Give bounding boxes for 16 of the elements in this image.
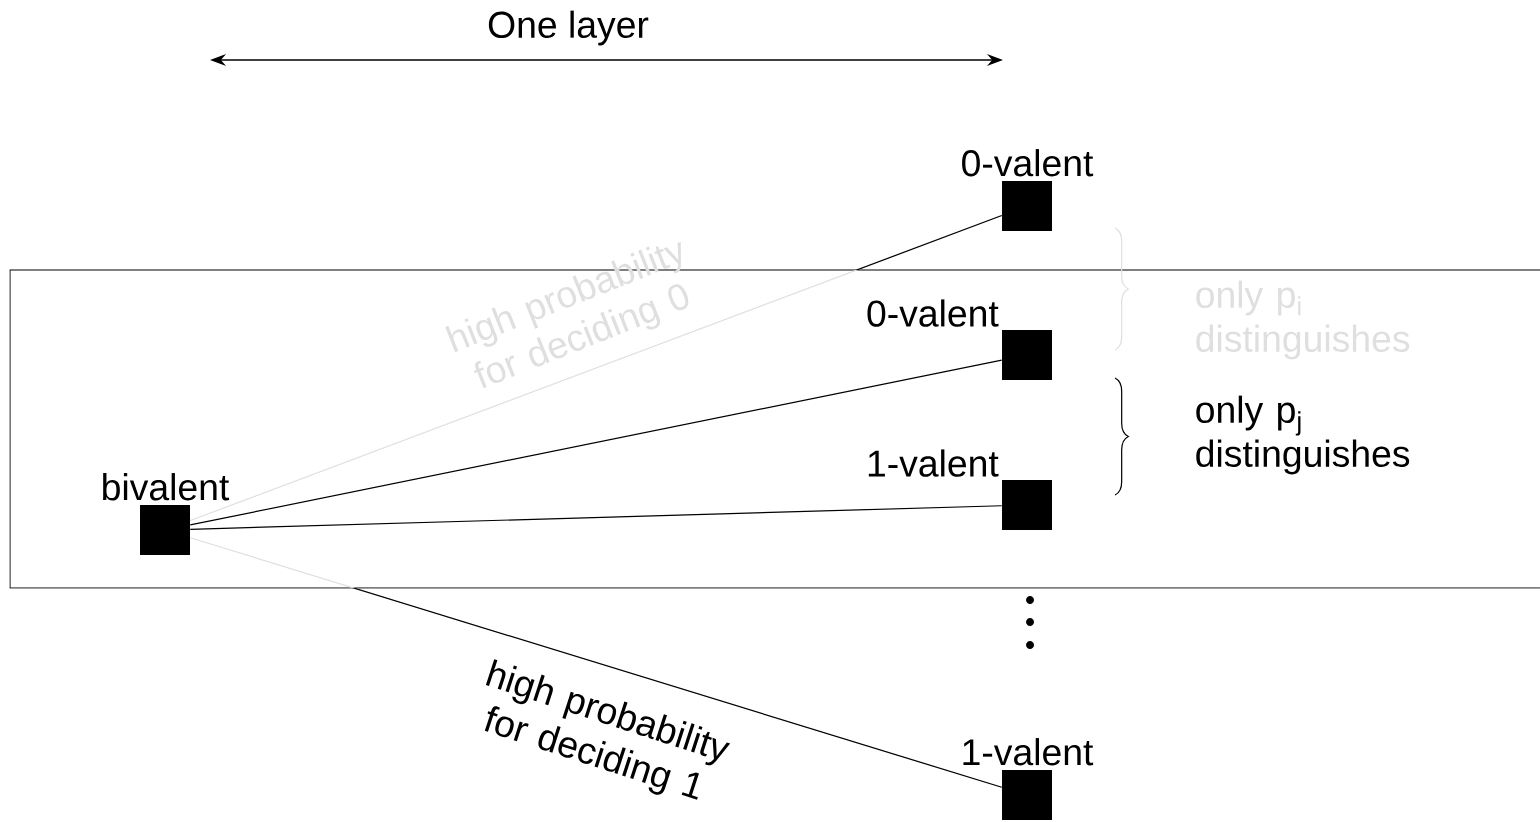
connector-line [189,537,1003,788]
node-label: bivalent [103,473,230,501]
connector-line [189,505,1003,530]
square-node: 1-valent [963,738,1094,820]
node-label: 1-valent [963,738,1094,766]
node-label: 0-valent [962,149,1094,177]
square-node: bivalent [103,473,230,555]
node-label: 1-valent [868,449,999,477]
dimension-label: One layer [488,10,649,46]
square-node: 0-valent [962,149,1094,231]
annotation-text: only p$_{j}$ distinguishes [1196,395,1410,475]
node-label: 0-valent [867,299,999,327]
connector-line [189,359,1003,526]
square-node: 1-valent [868,449,1052,530]
connector-line [189,214,1003,522]
square-node: 0-valent [867,299,1052,380]
